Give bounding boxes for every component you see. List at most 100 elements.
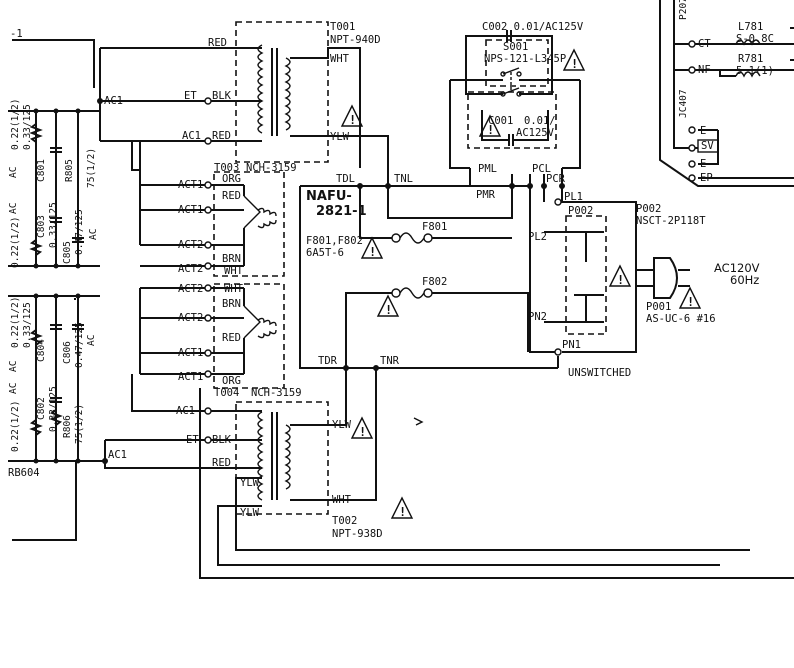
pml-label: PML — [478, 163, 497, 175]
c001-val1: 0.01/ — [524, 115, 556, 127]
p002-box-ref: P002 — [568, 205, 593, 217]
svg-text:!: ! — [399, 505, 406, 519]
label-ac-4: AC — [8, 361, 19, 372]
stray-mark — [413, 417, 424, 426]
t004-part: NCH-3159 — [251, 387, 302, 399]
page-mark-bottom: RB604 — [8, 467, 40, 479]
et-label-2: ET — [186, 434, 199, 446]
fuse-spec-1: F801,F802 — [306, 235, 363, 247]
pl2-label: PL2 — [528, 231, 547, 243]
label-c-top-022: 0.22(1/2) — [10, 99, 21, 150]
wire-wht-1: WHT — [330, 53, 350, 65]
et-label-1: ET — [184, 90, 197, 102]
wire-wht-3: WHT — [224, 283, 244, 295]
pmr-label: PMR — [476, 189, 496, 201]
act2-label-4: ACT2 — [178, 312, 203, 324]
t003-part: NCH-3159 — [246, 162, 297, 174]
svg-text:!: ! — [617, 273, 624, 287]
svg-text:!: ! — [571, 57, 578, 71]
ac1-label-4: AC1 — [108, 449, 127, 461]
svg-text:!: ! — [369, 245, 376, 259]
p002-ref: P002 — [636, 203, 661, 215]
nf-label: NF — [698, 64, 711, 76]
r781-ref: R781 — [738, 53, 763, 65]
wire-wht-2: WHT — [224, 265, 244, 277]
right-panel: P207 JC407 L781 S-0.8C R781 5.1(1) CT NF… — [659, 0, 794, 187]
act2-label-1: ACT2 — [178, 239, 203, 251]
tnl-label: TNL — [394, 173, 413, 185]
ct-label: CT — [698, 38, 711, 50]
label-c805: C805 — [62, 241, 73, 264]
wire-org-1: ORG — [222, 173, 241, 185]
label-c-low-022: 0.22(1/2) — [10, 297, 21, 348]
wire-blk-2: BLK — [212, 434, 232, 446]
page-mark-top: -1 — [10, 28, 23, 40]
wire-brn-1: BRN — [222, 253, 241, 265]
label-c805-val: 0.47/125 — [74, 209, 85, 255]
wire-red-4: RED — [222, 332, 241, 344]
act1-label-2: ACT1 — [178, 204, 203, 216]
act2-label-2: ACT2 — [178, 263, 203, 275]
fuse-block-ref: NAFU- — [306, 189, 352, 204]
fuse-spec-2: 6A5T-6 — [306, 247, 344, 259]
e-label-1: E — [700, 125, 706, 137]
t003-ref: T003 — [214, 162, 239, 174]
label-c802: C802 — [36, 397, 47, 420]
unswitched-label: UNSWITCHED — [568, 367, 631, 379]
fuse-block: TDL TNL TDR TNR NAFU- 2821-1 F801,F802 6… — [299, 173, 530, 371]
svg-text:!: ! — [687, 295, 694, 309]
jc407-label: JC407 — [678, 89, 689, 118]
tnr-label: TNR — [380, 355, 400, 367]
transformer-t002: T004 NCH-3159 T002 NPT-938D — [214, 387, 383, 540]
label-ac-2: AC — [8, 203, 19, 214]
wire-red-1: RED — [208, 37, 227, 49]
wire-brn-2: BRN — [222, 298, 241, 310]
label-c806: C806 — [62, 341, 73, 364]
freq-label: 60Hz — [730, 273, 759, 287]
ac1-label-3: AC1 — [176, 405, 195, 417]
label-c803-val: 0.33/125 — [48, 202, 59, 248]
warning-icon: ! — [678, 286, 702, 309]
wire-red-2: RED — [212, 130, 231, 142]
label-ac-3: AC — [88, 229, 99, 240]
tdl-label: TDL — [336, 173, 355, 185]
fuse-block-part: 2821-1 — [316, 204, 367, 219]
label-r806: R806 — [62, 415, 73, 438]
s001-ref: S001 — [503, 41, 528, 53]
pn2-label: PN2 — [528, 311, 547, 323]
t001-ref: T001 — [330, 21, 355, 33]
p207-label: P207 — [678, 0, 689, 20]
warning-icon: ! — [478, 114, 502, 137]
left-network-top: 0.22(1/2) 0.33/125 AC C801 R805 75(1/2) … — [8, 99, 100, 269]
svg-text:!: ! — [385, 303, 392, 317]
pn1-label: PN1 — [562, 339, 581, 351]
left-network-bottom: 0.22(1/2) 0.33/125 AC C804 C806 0.47/125… — [8, 293, 105, 464]
wire-red-5: RED — [212, 457, 231, 469]
label-c803: C803 — [36, 215, 47, 238]
transformer-t001: T001 NPT-940D — [235, 21, 381, 163]
s001-part: NPS-121-L345P — [484, 53, 566, 65]
t002-wiring: AC1 ET BLK AC1 RED YLW YLW YLW WHT — [102, 368, 794, 579]
label-c-top-033: 0.33/125 — [22, 104, 33, 150]
act1-label-3: ACT1 — [178, 347, 203, 359]
warning-icon: ! — [376, 294, 400, 317]
choke-t003: T003 NCH-3159 ACT1 ORG ACT1 RED ACT2 ACT… — [131, 141, 297, 277]
c002-label: C002 0.01/AC125V — [482, 21, 584, 33]
wire-wht-4: WHT — [332, 494, 352, 506]
warning-icon: ! — [350, 416, 374, 439]
t002-part: NPT-938D — [332, 528, 383, 540]
label-ac-1: AC — [8, 167, 19, 178]
label-r806-val: 75(1/2) — [74, 404, 85, 444]
pcl-label: PCL — [532, 163, 551, 175]
act2-label-3: ACT2 — [178, 283, 203, 295]
label-ac-6: AC — [8, 383, 19, 394]
wire-blk-1: BLK — [212, 90, 232, 102]
t004-ref: T004 — [214, 387, 239, 399]
t001-part: NPT-940D — [330, 34, 381, 46]
ac1-label-2: AC1 — [182, 130, 201, 142]
choke-t004: ACT2 WHT ACT2 BRN ACT1 RED ACT1 ORG — [139, 283, 285, 389]
wire-ylw-2: YLW — [240, 477, 260, 489]
t001-primary-wiring: RED AC1 ET BLK AC1 RED WHT YLW — [97, 37, 389, 186]
label-c-low-033: 0.33/125 — [22, 302, 33, 348]
page-frame: -1 RB604 — [8, 28, 95, 541]
